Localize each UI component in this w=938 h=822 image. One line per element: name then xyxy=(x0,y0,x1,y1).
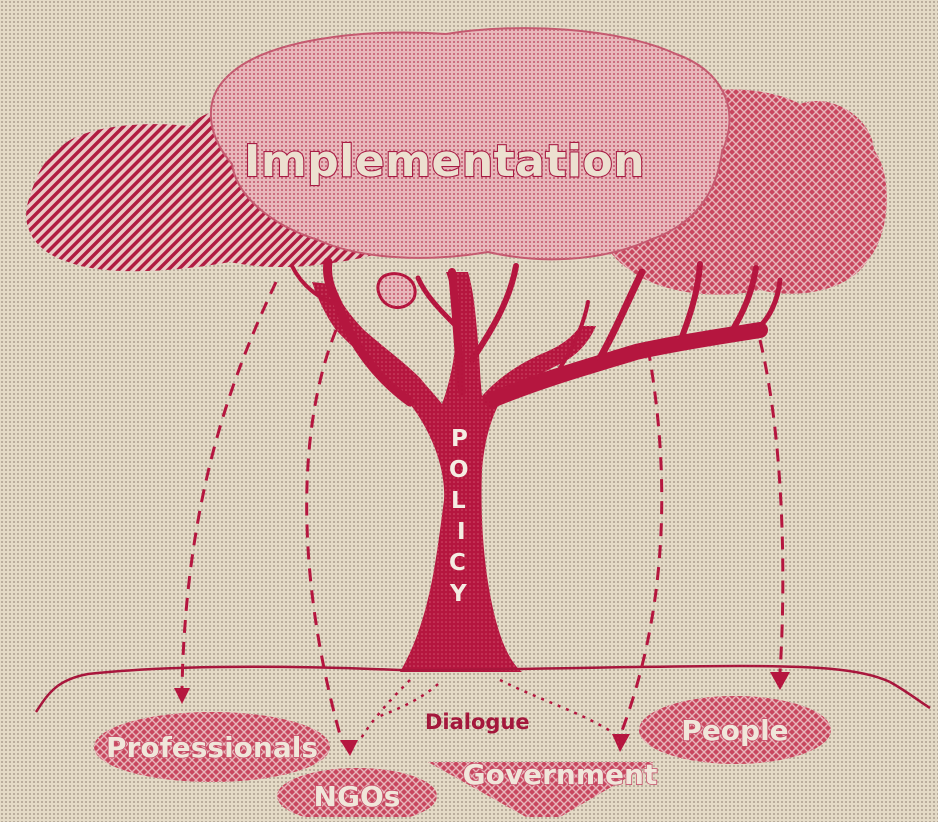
node-professionals-label: Professionals xyxy=(106,731,318,764)
arrow-to-people xyxy=(760,340,783,672)
flow-arrows xyxy=(174,282,790,756)
tree-trunk xyxy=(292,262,780,672)
trunk-letter-c: C xyxy=(449,550,466,576)
node-government-label: Government xyxy=(463,758,658,791)
arrow-to-ngos xyxy=(307,330,342,742)
trunk-letter-o: O xyxy=(449,457,469,483)
node-ngos-label: NGOs xyxy=(314,780,401,813)
arrow-to-professionals xyxy=(182,282,276,688)
node-people-label: People xyxy=(681,714,788,747)
trunk-letter-p: P xyxy=(451,426,468,452)
trunk-letter-i: I xyxy=(457,519,466,545)
arrow-head-government xyxy=(612,734,630,752)
roots-left xyxy=(360,680,410,740)
title-implementation: Implementation xyxy=(244,136,645,187)
arrow-to-government xyxy=(620,348,662,736)
arrow-head-professionals xyxy=(174,688,190,704)
canopy-knot xyxy=(378,274,415,308)
dialogue-label: Dialogue xyxy=(425,710,530,734)
trunk-letter-y: Y xyxy=(449,581,467,607)
arrow-head-ngos xyxy=(340,740,358,756)
arrow-head-people xyxy=(770,672,790,690)
branch-center-right xyxy=(472,266,516,360)
trunk-letter-l: L xyxy=(451,488,466,514)
